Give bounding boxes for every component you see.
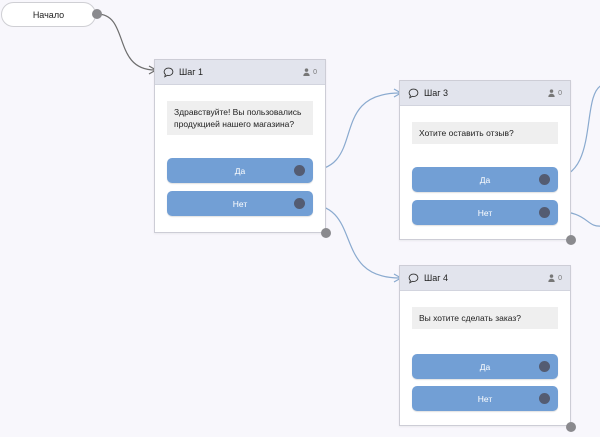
step-title: Шаг 3 <box>424 88 449 98</box>
link-start-to-step1 <box>96 13 156 71</box>
answer-button-label: Нет <box>477 207 493 218</box>
answer-button-yes[interactable]: Да <box>167 158 313 183</box>
counter-value: 0 <box>558 274 562 282</box>
answer-button-yes[interactable]: Да <box>412 167 558 192</box>
answer-button-no[interactable]: Нет <box>412 200 558 225</box>
counter-value: 0 <box>558 89 562 97</box>
step-message: Здравствуйте! Вы пользовались продукцией… <box>167 101 313 135</box>
answer-button-label: Да <box>234 165 246 176</box>
subscriber-counter: 0 <box>548 89 562 97</box>
step-card-1[interactable]: Шаг 1 0 Здравствуйте! Вы пользовались пр… <box>154 59 326 233</box>
start-output-port[interactable] <box>92 9 102 19</box>
answer-output-port[interactable] <box>539 393 550 404</box>
answer-button-no[interactable]: Нет <box>412 386 558 411</box>
start-label: Начало <box>32 9 65 20</box>
step-output-port[interactable] <box>566 235 576 245</box>
chat-bubble-icon <box>408 88 419 99</box>
answer-button-label: Да <box>479 361 491 372</box>
user-icon <box>303 68 310 76</box>
user-icon <box>548 274 555 282</box>
subscriber-counter: 0 <box>548 274 562 282</box>
step-output-port[interactable] <box>321 228 331 238</box>
answer-output-port[interactable] <box>539 207 550 218</box>
counter-value: 0 <box>313 68 317 76</box>
step-card-4[interactable]: Шаг 4 0 Вы хотите сделать заказ? Да Нет <box>399 265 571 426</box>
step-header: Шаг 1 0 <box>155 60 325 85</box>
answer-output-port[interactable] <box>539 174 550 185</box>
user-icon <box>548 89 555 97</box>
answer-button-label: Нет <box>232 198 248 209</box>
step-header: Шаг 4 0 <box>400 266 570 291</box>
step-output-port[interactable] <box>566 422 576 432</box>
chat-bubble-icon <box>163 67 174 78</box>
answer-button-label: Да <box>479 174 491 185</box>
step-card-3[interactable]: Шаг 3 0 Хотите оставить отзыв? Да Нет <box>399 80 571 240</box>
answer-button-label: Нет <box>477 393 493 404</box>
step-header: Шаг 3 0 <box>400 81 570 106</box>
answer-output-port[interactable] <box>294 165 305 176</box>
subscriber-counter: 0 <box>303 68 317 76</box>
answer-output-port[interactable] <box>294 198 305 209</box>
step-title: Шаг 1 <box>179 67 204 77</box>
chat-bubble-icon <box>408 273 419 284</box>
step-title: Шаг 4 <box>424 273 449 283</box>
step-message: Вы хотите сделать заказ? <box>412 307 558 329</box>
answer-button-no[interactable]: Нет <box>167 191 313 216</box>
start-node[interactable]: Начало <box>1 2 96 27</box>
step-message: Хотите оставить отзыв? <box>412 122 558 144</box>
answer-output-port[interactable] <box>539 361 550 372</box>
answer-button-yes[interactable]: Да <box>412 354 558 379</box>
